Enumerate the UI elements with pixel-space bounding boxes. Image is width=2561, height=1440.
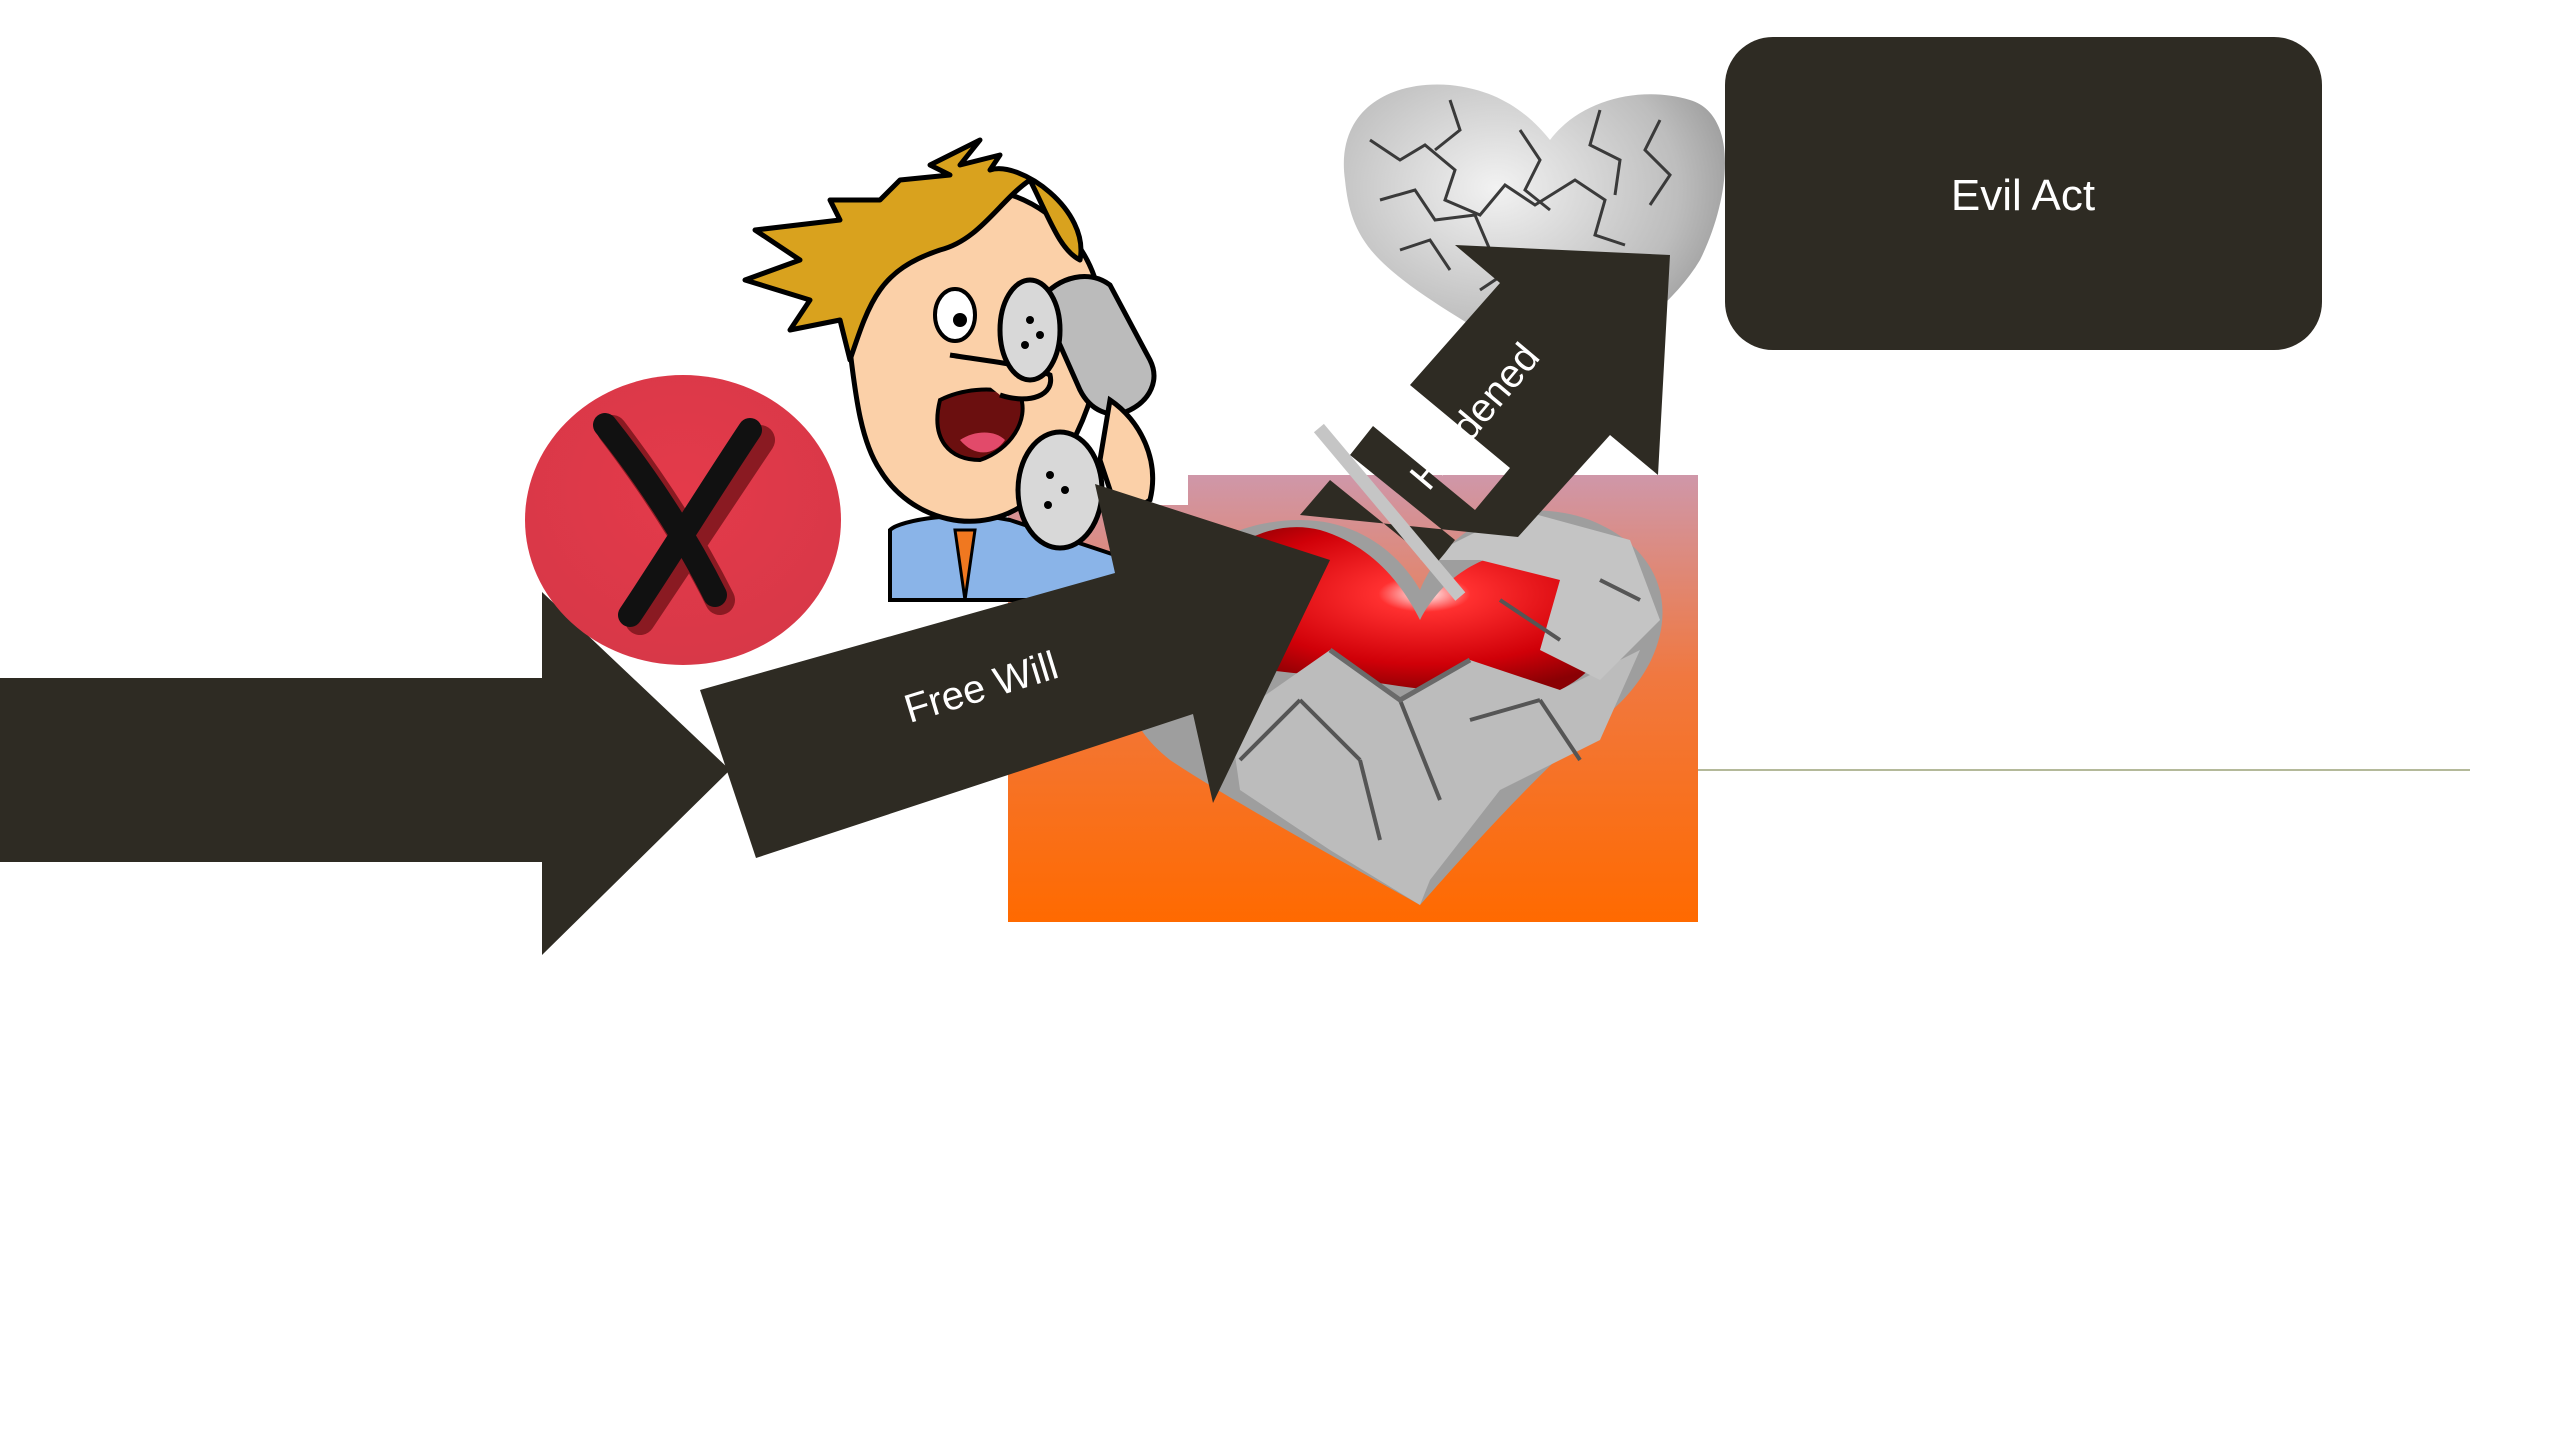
evil-act-label: Evil Act — [1951, 171, 2095, 220]
evil-act-box[interactable]: Evil Act — [1725, 37, 2322, 350]
cancel-x-icon[interactable] — [525, 375, 841, 665]
